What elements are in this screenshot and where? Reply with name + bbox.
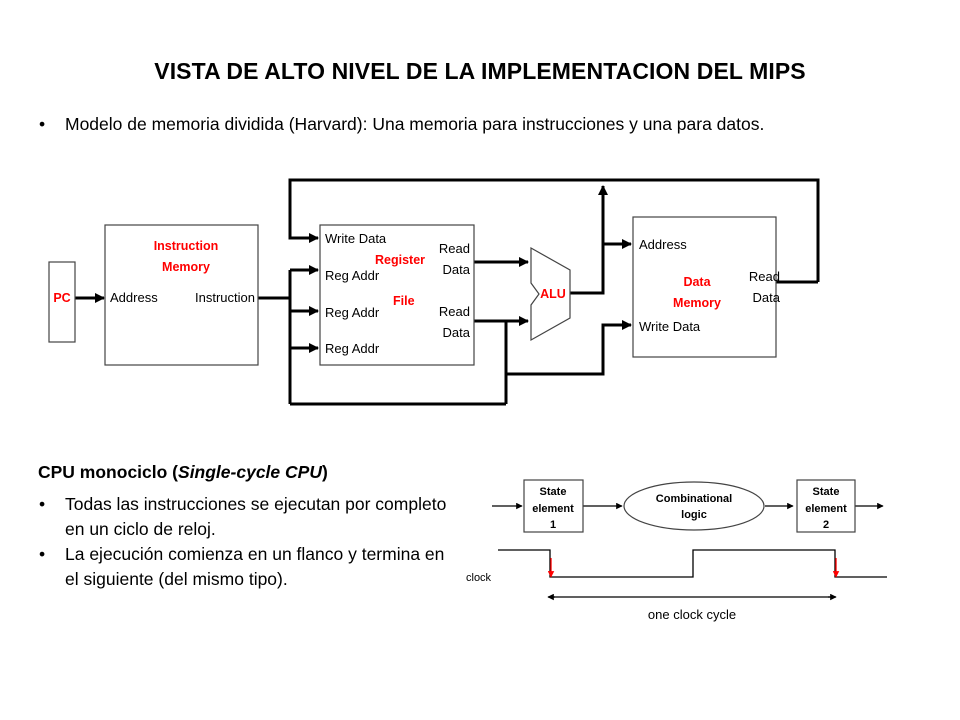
single-cycle-bullets: Todas las instrucciones se ejecutan por … (35, 492, 455, 592)
cycle-label: one clock cycle (648, 607, 736, 622)
comb-line-1: Combinational (656, 493, 732, 505)
state1-line-2: element (532, 503, 574, 515)
state-element-2 (796, 479, 856, 533)
state2-line-2: element (805, 503, 847, 515)
pc-label: PC (53, 291, 70, 305)
state-element-1 (523, 479, 584, 533)
state2-line-3: 2 (823, 519, 829, 531)
reg-title-1: Register (375, 253, 425, 267)
reg-read2-b: Data (443, 325, 471, 340)
dmem-read-a: Read (749, 269, 780, 284)
state1-line-1: State (540, 486, 567, 498)
reg-addr-1: Reg Addr (325, 268, 380, 283)
reg-read1-a: Read (439, 241, 470, 256)
memory-bullet: Modelo de memoria dividida (Harvard): Un… (35, 112, 855, 137)
state2-line-1: State (813, 486, 840, 498)
datapath-diagram: PC Instruction Memory Address Instructio… (48, 178, 820, 406)
imem-address: Address (110, 290, 158, 305)
imem-title-2: Memory (162, 260, 210, 274)
single-cycle-bullet-2: La ejecución comienza en un flanco y ter… (35, 542, 455, 592)
single-cycle-bullet-1: Todas las instrucciones se ejecutan por … (35, 492, 455, 542)
imem-instruction: Instruction (195, 290, 255, 305)
alu (530, 246, 571, 342)
register-file (319, 224, 475, 366)
heading-prefix: CPU monociclo ( (38, 462, 179, 482)
data-memory (632, 216, 777, 358)
dmem-title-2: Memory (673, 296, 721, 310)
instruction-memory (104, 224, 259, 366)
imem-title-1: Instruction (154, 239, 219, 253)
wire-alu-to-address (570, 238, 633, 295)
reg-write-data: Write Data (325, 231, 387, 246)
single-cycle-heading: CPU monociclo (Single-cycle CPU) (38, 462, 328, 483)
reg-addr-2: Reg Addr (325, 305, 380, 320)
combinational-logic (623, 481, 765, 531)
reg-read1-b: Data (443, 262, 471, 277)
wire-write-data (506, 319, 633, 376)
pc-register (48, 261, 76, 343)
clock-label: clock (466, 572, 492, 584)
comb-line-2: logic (681, 509, 707, 521)
reg-title-2: File (393, 294, 415, 308)
heading-italic: Single-cycle CPU (178, 462, 322, 482)
page-title: VISTA DE ALTO NIVEL DE LA IMPLEMENTACION… (154, 58, 806, 84)
reg-addr-3: Reg Addr (325, 341, 380, 356)
timing-diagram: State element 1 Combinational logic Stat… (466, 479, 887, 622)
datapath-wires (75, 178, 820, 406)
clock-waveform (498, 549, 887, 578)
heading-suffix: ) (321, 462, 328, 482)
reg-read2-a: Read (439, 304, 470, 319)
dmem-read-b: Data (753, 290, 781, 305)
state1-line-3: 1 (550, 519, 556, 531)
wire-writeback (288, 178, 820, 282)
memory-bullet-list: Modelo de memoria dividida (Harvard): Un… (35, 112, 855, 137)
alu-label: ALU (540, 287, 566, 301)
dmem-address: Address (639, 237, 687, 252)
dmem-title-1: Data (683, 275, 711, 289)
dmem-write-data: Write Data (639, 319, 701, 334)
